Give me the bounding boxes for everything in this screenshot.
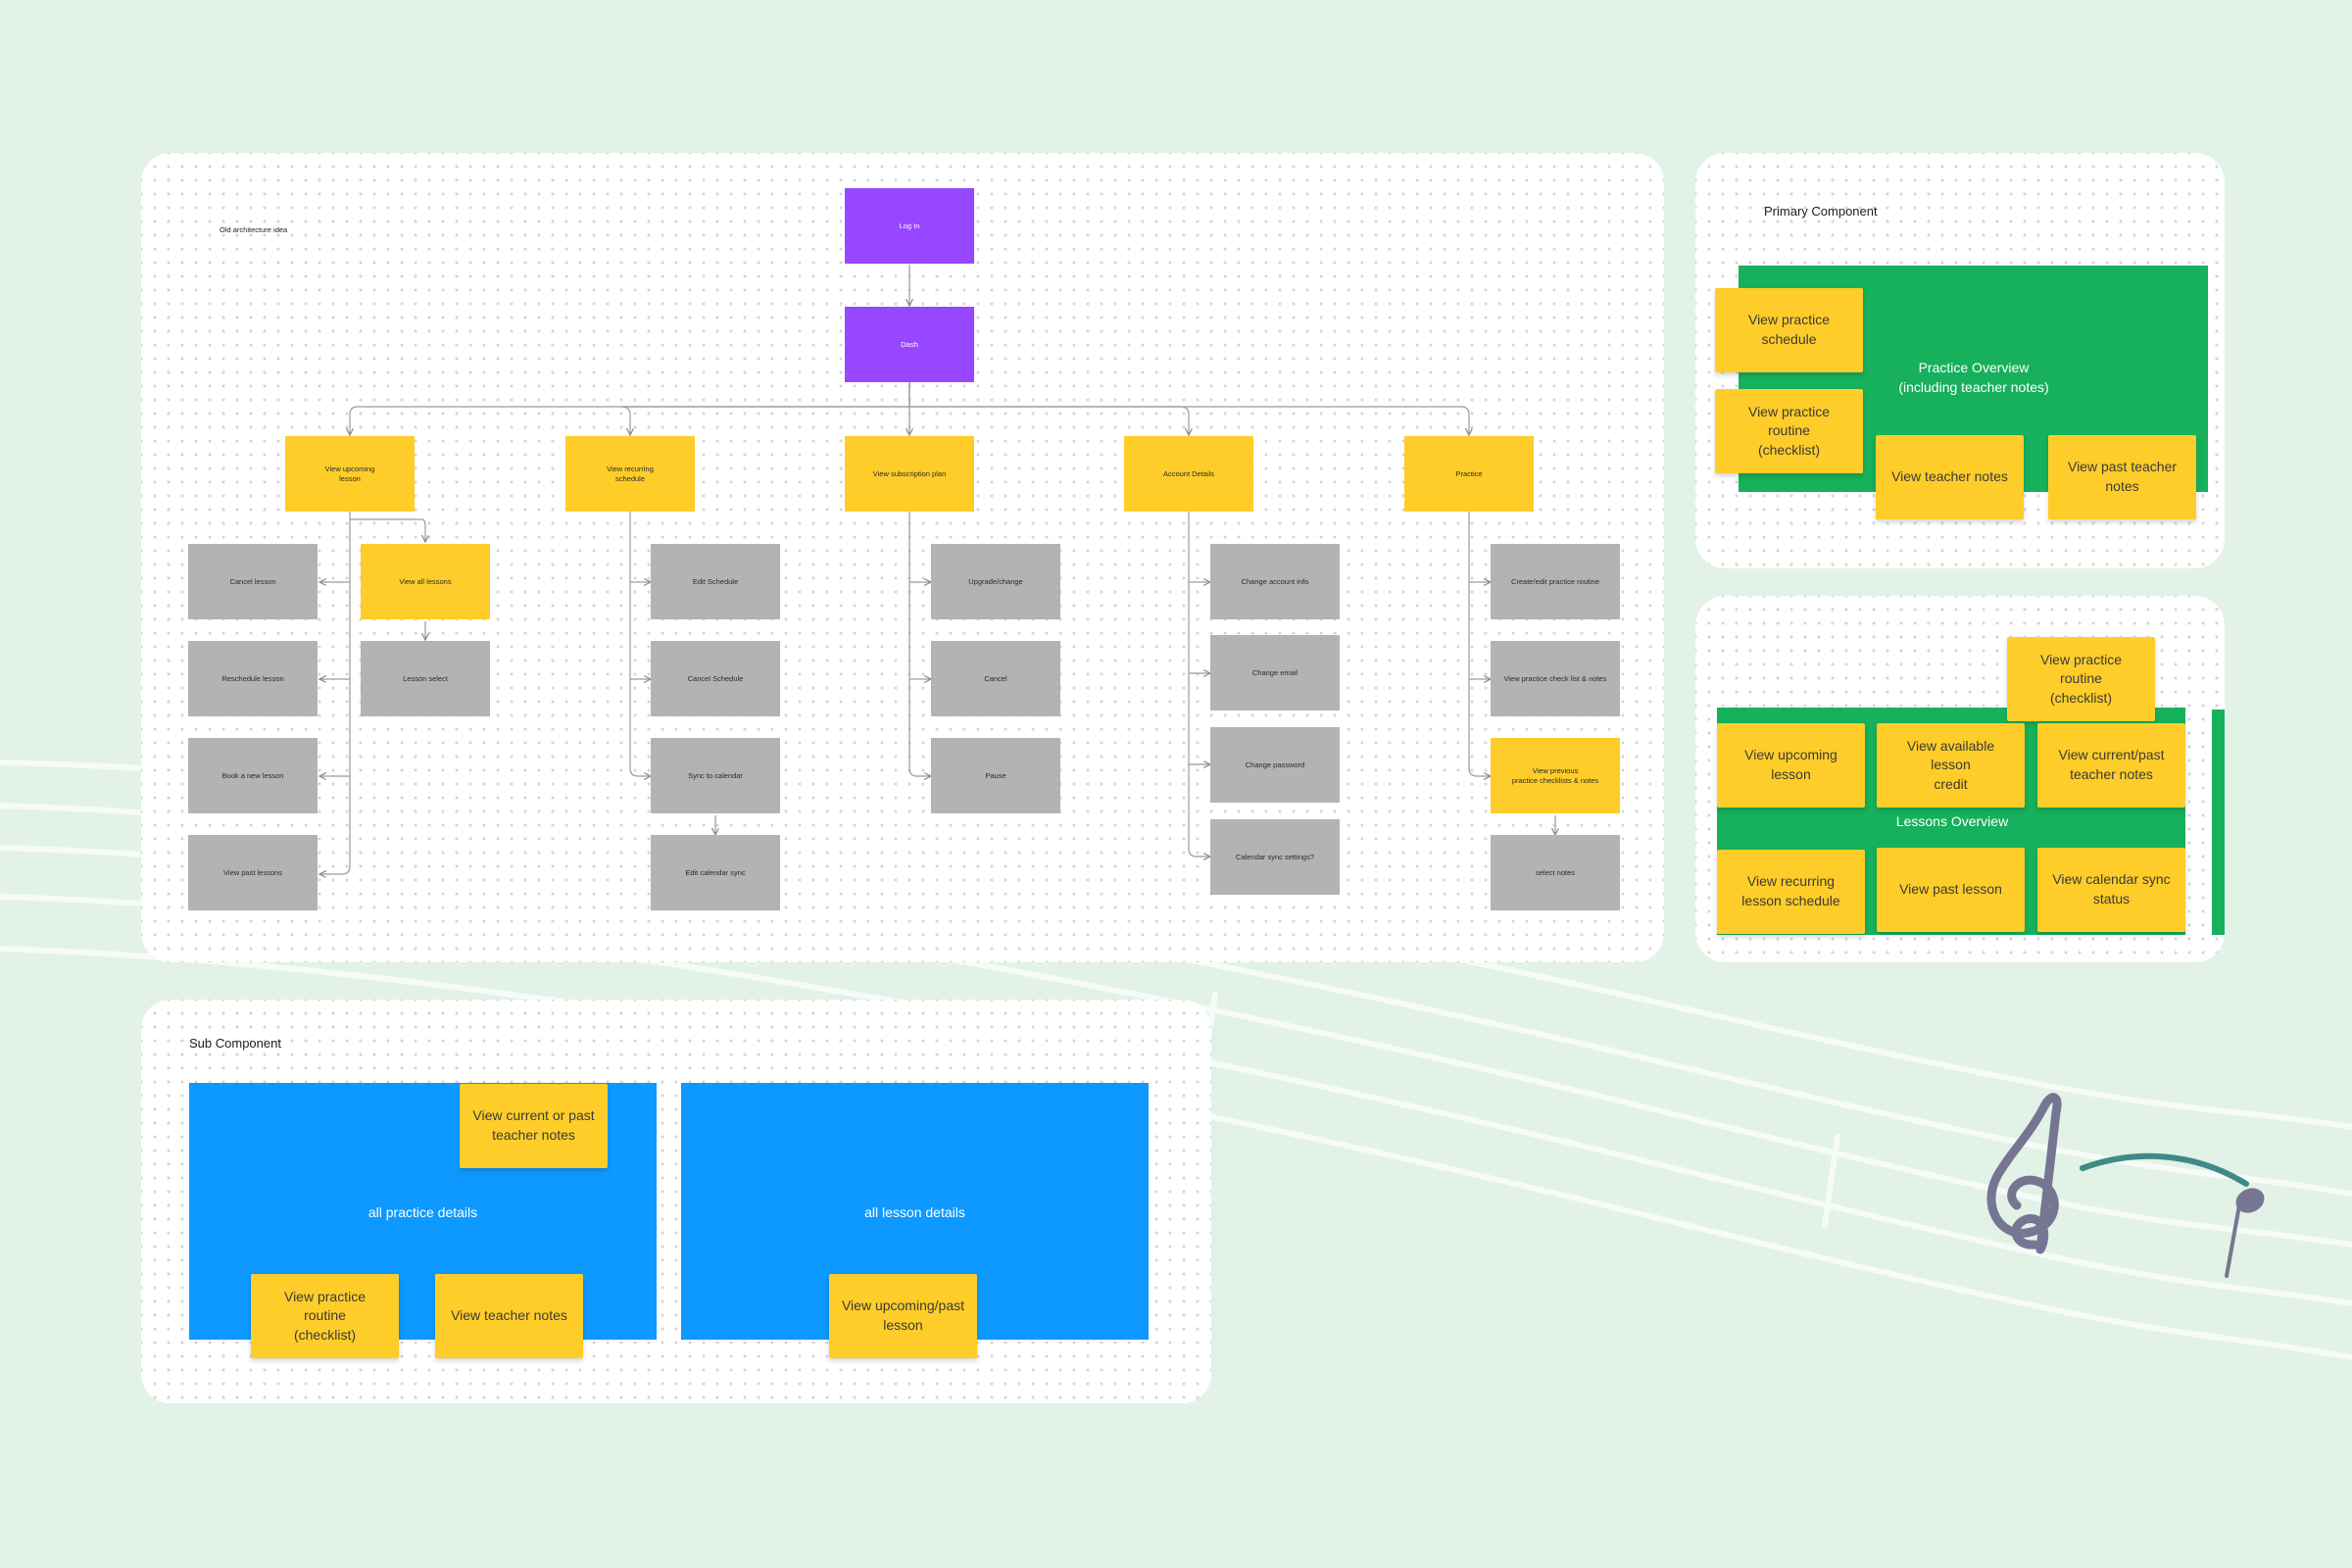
old-architecture-frame [141, 153, 1664, 962]
view-previous-practice-checklists-node[interactable]: View previous practice checklists & note… [1491, 738, 1620, 813]
view-past-teacher-notes-sticky[interactable]: View past teacher notes [2048, 435, 2196, 519]
edit-schedule-node[interactable]: Edit Schedule [651, 544, 780, 619]
view-past-lesson-sticky[interactable]: View past lesson [1877, 848, 2025, 932]
sub-view-teacher-notes-sticky[interactable]: View teacher notes [435, 1274, 583, 1358]
all-practice-details-label: all practice details [368, 1204, 478, 1220]
view-upcoming-lesson-sticky[interactable]: View upcoming lesson [1717, 723, 1865, 808]
view-available-lesson-credit-sticky[interactable]: View available lesson credit [1877, 723, 2025, 808]
view-recurring-schedule-node[interactable]: View recurring schedule [565, 436, 695, 512]
sub-component-label: Sub Component [189, 1036, 281, 1051]
login-node[interactable]: Log In [845, 188, 974, 264]
account-details-node[interactable]: Account Details [1124, 436, 1253, 512]
lessons-overview-label: Lessons Overview [1895, 813, 2009, 829]
view-upcoming-lesson-node[interactable]: View upcoming lesson [285, 436, 415, 512]
view-current-past-teacher-notes-sticky[interactable]: View current/past teacher notes [2037, 723, 2185, 808]
cancel-schedule-node[interactable]: Cancel Schedule [651, 641, 780, 716]
view-practice-checklist-node[interactable]: View practice check list & notes [1491, 641, 1620, 716]
cancel-subscription-node[interactable]: Cancel [931, 641, 1060, 716]
view-subscription-plan-node[interactable]: View subscription plan [845, 436, 974, 512]
sub-view-practice-routine-sticky[interactable]: View practice routine (checklist) [251, 1274, 399, 1358]
view-all-lessons-node[interactable]: View all lessons [361, 544, 490, 619]
edit-calendar-sync-node[interactable]: Edit calendar sync [651, 835, 780, 910]
practice-node[interactable]: Practice [1404, 436, 1534, 512]
pause-subscription-node[interactable]: Pause [931, 738, 1060, 813]
reschedule-lesson-node[interactable]: Reschedule lesson [188, 641, 318, 716]
change-password-node[interactable]: Change password [1210, 727, 1340, 803]
calendar-sync-settings-node[interactable]: Calendar sync settings? [1210, 819, 1340, 895]
cancel-lesson-node[interactable]: Cancel lesson [188, 544, 318, 619]
lesson-select-node[interactable]: Lesson select [361, 641, 490, 716]
book-new-lesson-node[interactable]: Book a new lesson [188, 738, 318, 813]
view-upcoming-past-lesson-sticky[interactable]: View upcoming/past lesson [829, 1274, 977, 1358]
lessons-view-practice-routine-sticky[interactable]: View practice routine (checklist) [2007, 637, 2155, 721]
view-teacher-notes-sticky[interactable]: View teacher notes [1876, 435, 2024, 519]
view-practice-schedule-sticky[interactable]: View practice schedule [1715, 288, 1863, 372]
practice-overview-label: Practice Overview (including teacher not… [1898, 360, 2049, 395]
all-lesson-details-label: all lesson details [864, 1204, 965, 1220]
view-past-lessons-node[interactable]: View past lessons [188, 835, 318, 910]
dash-node[interactable]: Dash [845, 307, 974, 382]
sync-to-calendar-node[interactable]: Sync to calendar [651, 738, 780, 813]
change-email-node[interactable]: Change email [1210, 635, 1340, 710]
change-account-info-node[interactable]: Change account info [1210, 544, 1340, 619]
view-recurring-lesson-schedule-sticky[interactable]: View recurring lesson schedule [1717, 850, 1865, 934]
create-edit-practice-routine-node[interactable]: Create/edit practice routine [1491, 544, 1620, 619]
view-calendar-sync-status-sticky[interactable]: View calendar sync status [2037, 848, 2185, 932]
primary-component-label: Primary Component [1764, 204, 1878, 219]
view-practice-routine-sticky[interactable]: View practice routine (checklist) [1715, 389, 1863, 473]
upgrade-change-node[interactable]: Upgrade/change [931, 544, 1060, 619]
select-notes-node[interactable]: select notes [1491, 835, 1620, 910]
old-architecture-label: Old architecture idea [220, 225, 288, 234]
lessons-overview-edge [2212, 710, 2225, 935]
view-current-or-past-teacher-notes-sticky[interactable]: View current or past teacher notes [460, 1084, 608, 1168]
